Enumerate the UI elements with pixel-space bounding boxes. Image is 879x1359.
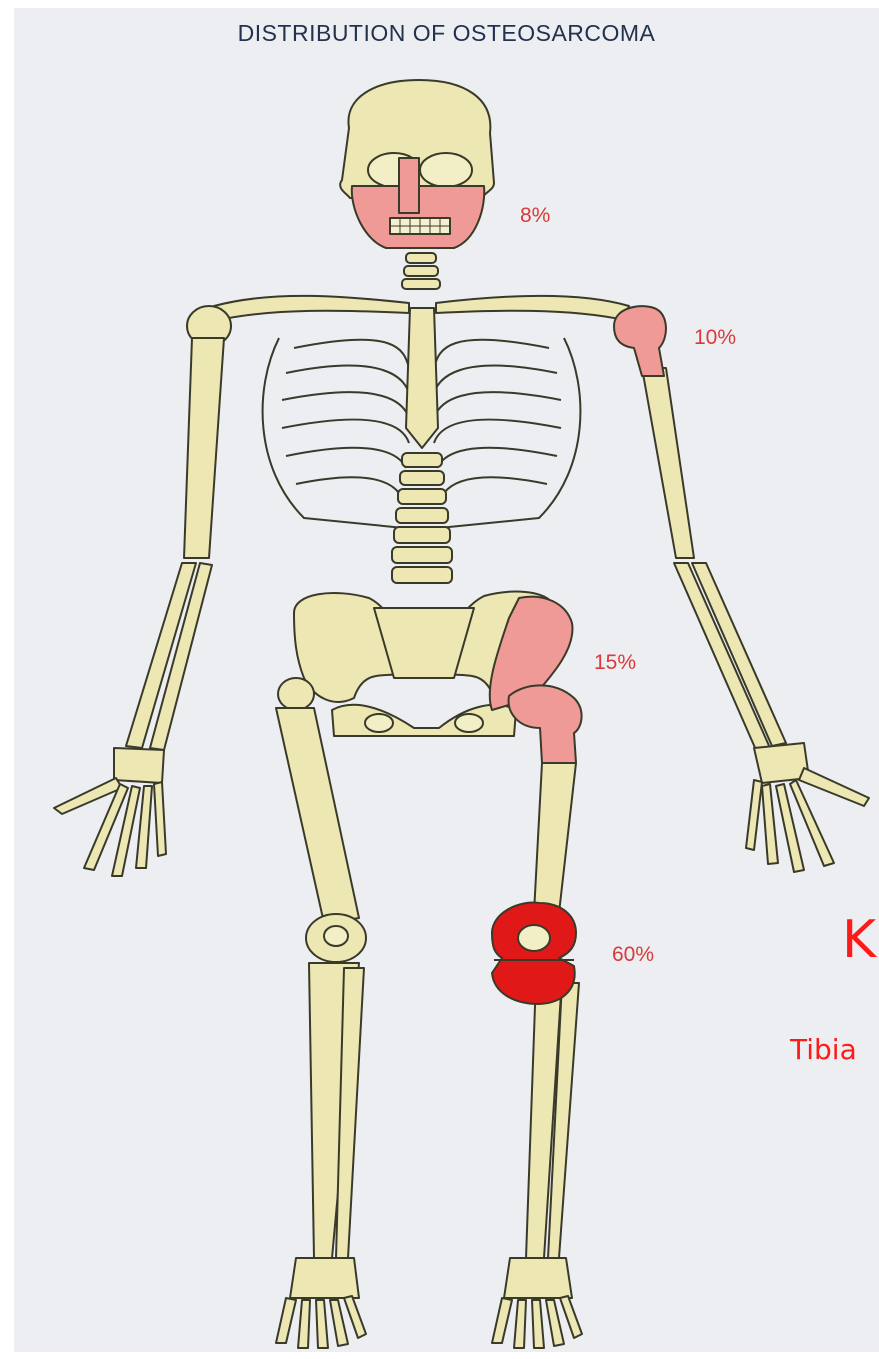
- knee-highlight: [492, 903, 576, 1004]
- cervical-spine: [402, 253, 440, 289]
- handwritten-k: K: [842, 910, 876, 970]
- right-arm: [642, 368, 869, 872]
- humerus-highlight: [614, 306, 666, 376]
- left-leg: [276, 678, 366, 1348]
- jaw-percentage-label: 8%: [520, 204, 550, 228]
- left-clavicle: [214, 296, 409, 320]
- humerus-percentage-label: 10%: [694, 326, 736, 350]
- right-clavicle: [436, 296, 629, 320]
- lumbar-spine: [392, 453, 452, 583]
- femur-head-highlight: [509, 685, 582, 763]
- skeleton-illustration: [14, 8, 879, 1352]
- diagram-sheet: DISTRIBUTION OF OSTEOSARCOMA: [14, 8, 879, 1352]
- handwritten-tibia: Tibia: [790, 1033, 857, 1066]
- right-leg: [492, 685, 582, 1348]
- knee-percentage-label: 60%: [612, 943, 654, 967]
- sternum: [406, 308, 438, 448]
- left-arm: [54, 306, 231, 876]
- pelvis-femur-percentage-label: 15%: [594, 651, 636, 675]
